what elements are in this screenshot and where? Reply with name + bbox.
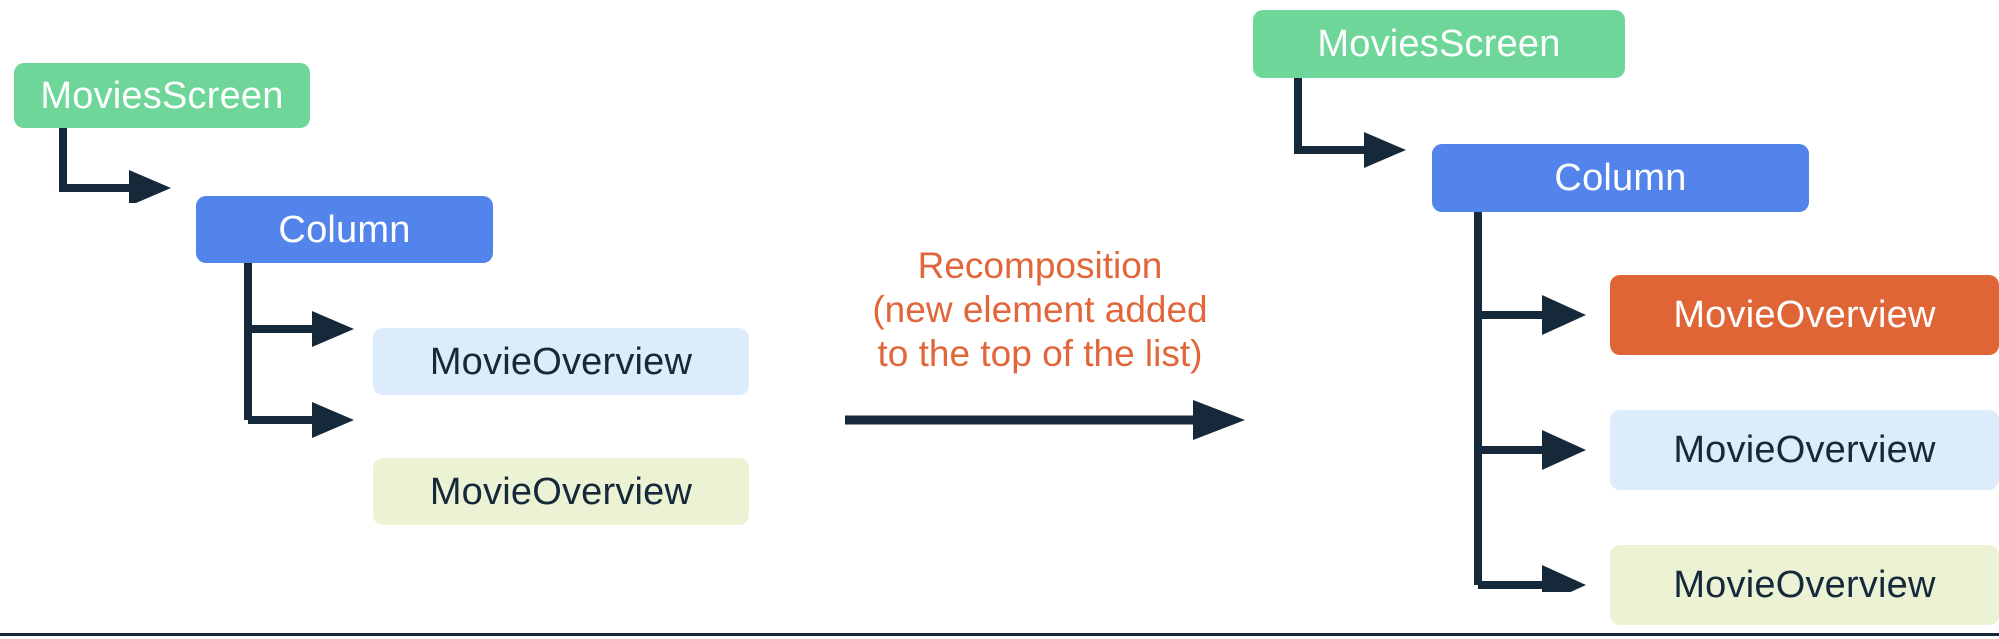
node-label: Column [1554, 157, 1687, 199]
transition-caption-line-3: to the top of the list) [877, 333, 1203, 374]
node-movies-screen-before: MoviesScreen [14, 63, 310, 128]
transition-caption-line-2: (new element added [872, 289, 1208, 330]
node-label: MovieOverview [429, 340, 693, 383]
node-movies-screen-after: MoviesScreen [1253, 10, 1625, 78]
node-label: MovieOverview [429, 470, 693, 513]
node-label: MovieOverview [1673, 294, 1936, 336]
node-column-after: Column [1432, 144, 1809, 212]
node-label: MoviesScreen [40, 74, 284, 117]
node-movie-overview-1-after: MovieOverview [1610, 410, 1999, 490]
connector-column-to-children-after [1474, 212, 1586, 592]
node-label: MovieOverview [1673, 564, 1936, 606]
node-column-before: Column [196, 196, 493, 263]
bottom-divider [0, 633, 1999, 636]
node-movie-overview-2-before: MovieOverview [373, 458, 749, 525]
connector-movies-screen-to-column-before [59, 128, 171, 203]
node-movie-overview-1-before: MovieOverview [373, 328, 749, 395]
node-label: Column [278, 208, 411, 251]
node-label: MoviesScreen [1317, 23, 1561, 65]
node-movie-overview-2-after: MovieOverview [1610, 545, 1999, 625]
node-label: MovieOverview [1673, 429, 1936, 471]
transition-caption-line-1: Recomposition [917, 245, 1163, 286]
node-movie-overview-new-after: MovieOverview [1610, 275, 1999, 355]
recomposition-arrow-icon [845, 400, 1245, 440]
connector-movies-screen-to-column-after [1294, 78, 1406, 168]
